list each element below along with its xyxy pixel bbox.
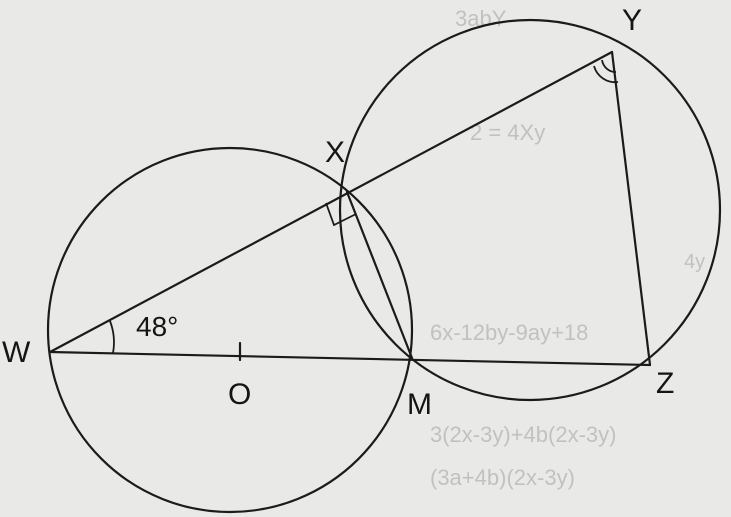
- line-yz: [610, 50, 652, 367]
- circle-o: [46, 146, 414, 514]
- label-w: W: [2, 336, 31, 369]
- angle-arc-w: [109, 320, 115, 354]
- label-y: Y: [622, 4, 642, 37]
- label-o: O: [228, 378, 251, 411]
- ghost-text-4: 6x-12by-9ay+18: [430, 320, 588, 345]
- label-z: Z: [656, 367, 674, 400]
- angle-arc-y-inner: [601, 59, 617, 73]
- angle-arc-y-outer: [593, 65, 619, 84]
- show-through-text: 3abY 2 = 4Xy 4y 6x-12by-9ay+18 3(2x-3y)+…: [430, 6, 705, 490]
- line-wz: [48, 350, 652, 367]
- line-mx: [345, 190, 414, 360]
- ghost-text-2: 2 = 4Xy: [470, 120, 545, 145]
- ghost-text-6: (3a+4b)(2x-3y): [430, 465, 575, 490]
- label-m: M: [407, 388, 432, 421]
- angle-label-w: 48°: [136, 311, 178, 342]
- line-wy: [48, 50, 614, 354]
- ghost-text-3: 4y: [684, 251, 705, 273]
- label-x: X: [325, 136, 345, 169]
- right-angle-marker-x: [325, 202, 357, 227]
- ghost-text-5: 3(2x-3y)+4b(2x-3y): [430, 422, 616, 447]
- circle-xyz: [338, 18, 722, 402]
